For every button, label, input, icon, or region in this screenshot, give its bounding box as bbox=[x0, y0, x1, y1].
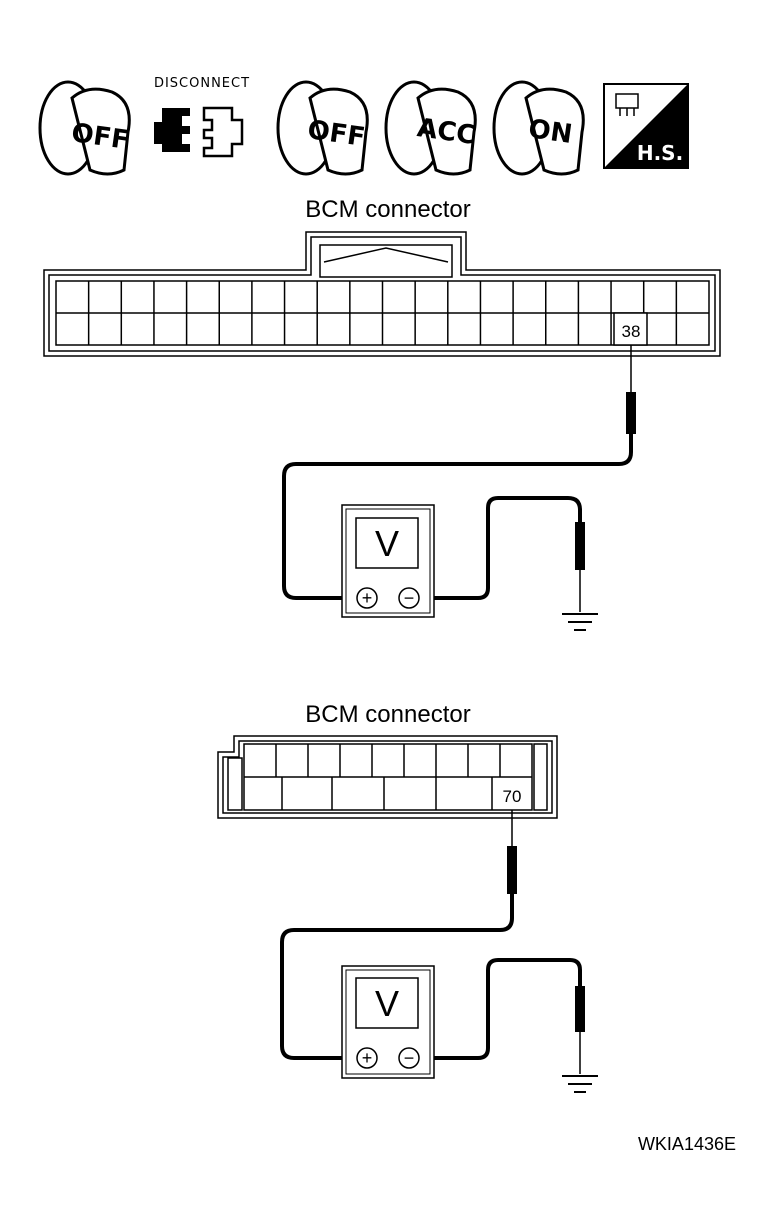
upper-negative-lead bbox=[424, 496, 585, 612]
ground-symbol bbox=[562, 1075, 598, 1093]
harness-side-icon: H.S. bbox=[603, 83, 689, 169]
positive-sign: + bbox=[362, 1048, 373, 1068]
terminal-70-label: 70 bbox=[503, 787, 522, 806]
upper-positive-probe bbox=[282, 345, 636, 600]
disconnect-label: DISCONNECT bbox=[154, 76, 250, 91]
ground-symbol bbox=[562, 613, 598, 631]
lower-connector-title: BCM connector bbox=[305, 701, 470, 728]
lower-bcm-connector bbox=[217, 735, 558, 819]
figure-code: WKIA1436E bbox=[638, 1134, 736, 1154]
negative-terminal bbox=[398, 587, 420, 609]
upper-bcm-connector bbox=[43, 231, 721, 357]
key-label: ON bbox=[526, 114, 574, 150]
ignition-key-off-icon: OFF bbox=[276, 80, 369, 176]
positive-terminal bbox=[356, 1047, 378, 1069]
lower-voltmeter: V + − bbox=[341, 965, 435, 1079]
ignition-key-off-icon: OFF bbox=[38, 80, 131, 176]
lower-negative-lead bbox=[424, 958, 585, 1074]
upper-connector-title: BCM connector bbox=[305, 196, 470, 223]
positive-sign: + bbox=[362, 588, 373, 608]
upper-voltmeter: V + − bbox=[341, 504, 435, 618]
lower-positive-probe bbox=[280, 810, 517, 1060]
terminal-38-label: 38 bbox=[622, 322, 641, 341]
connector-disconnect-icon: DISCONNECT bbox=[154, 76, 250, 158]
negative-sign: − bbox=[404, 588, 415, 608]
negative-terminal bbox=[398, 1047, 420, 1069]
voltmeter-symbol: V bbox=[375, 983, 399, 1024]
ignition-key-acc-icon: ACC bbox=[384, 80, 477, 176]
voltmeter-symbol: V bbox=[375, 523, 399, 564]
hs-label: H.S. bbox=[637, 141, 683, 165]
ignition-key-on-icon: ON bbox=[492, 80, 585, 176]
negative-sign: − bbox=[404, 1048, 415, 1068]
positive-terminal bbox=[356, 587, 378, 609]
